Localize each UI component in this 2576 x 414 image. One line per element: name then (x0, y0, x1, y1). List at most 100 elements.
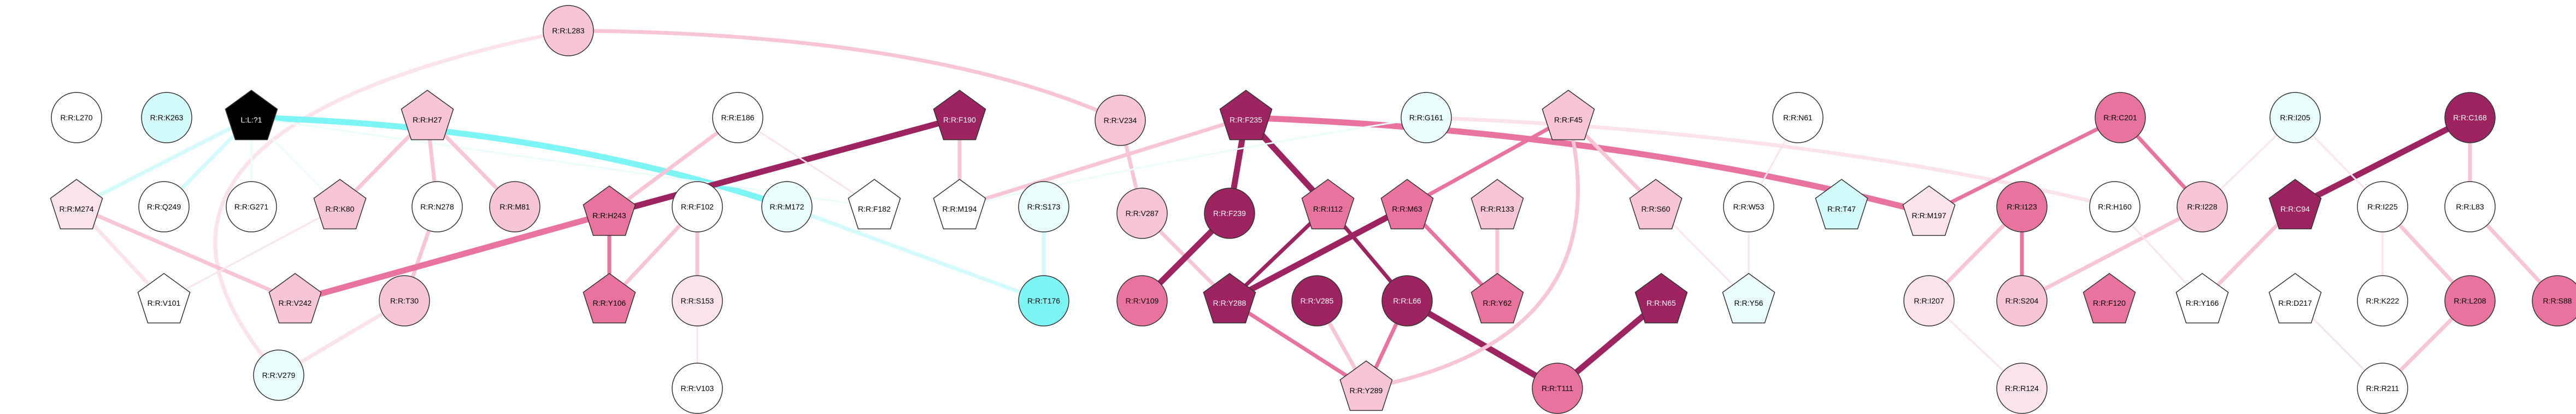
node-f182[interactable]: R:R:F182 (848, 179, 901, 230)
node-k263[interactable]: R:R:K263 (141, 92, 192, 143)
node-i123[interactable]: R:R:I123 (1996, 181, 2048, 232)
node-v287[interactable]: R:R:V287 (1116, 188, 1168, 239)
edge-h243-f190 (606, 114, 963, 217)
node-v242[interactable]: R:R:V242 (268, 273, 322, 324)
node-label: R:R:R211 (2366, 384, 2399, 393)
node-m63[interactable]: R:R:M63 (1380, 179, 1434, 230)
node-t176[interactable]: R:R:T176 (1018, 275, 1069, 326)
node-i207[interactable]: R:R:I207 (1903, 275, 1955, 326)
node-s153[interactable]: R:R:S153 (672, 275, 723, 326)
node-i225[interactable]: R:R:I225 (2357, 181, 2408, 232)
node-label: R:R:V109 (1126, 296, 1159, 305)
node-v103[interactable]: R:R:V103 (672, 363, 723, 414)
circle-node-shape (1996, 275, 2048, 326)
node-h243[interactable]: R:R:H243 (583, 185, 636, 236)
node-label: R:R:N65 (1646, 299, 1676, 307)
node-k222[interactable]: R:R:K222 (2357, 275, 2408, 326)
node-l83[interactable]: R:R:L83 (2444, 181, 2496, 232)
node-v101[interactable]: R:R:V101 (137, 273, 191, 324)
node-m81[interactable]: R:R:M81 (489, 181, 540, 232)
node-l283[interactable]: R:R:L283 (543, 5, 594, 56)
node-i205[interactable]: R:R:I205 (2269, 92, 2321, 143)
node-y62[interactable]: R:R:Y62 (1471, 273, 1524, 324)
node-h27[interactable]: R:R:H27 (401, 90, 454, 141)
node-f102[interactable]: R:R:F102 (672, 181, 723, 232)
edge-l66-t111 (1404, 298, 1561, 392)
node-label: R:R:Y62 (1483, 299, 1512, 307)
node-h160[interactable]: R:R:H160 (2089, 181, 2140, 232)
node-label: R:R:I205 (2280, 113, 2310, 122)
node-y166[interactable]: R:R:Y166 (2175, 273, 2229, 324)
node-label: R:R:Q249 (147, 202, 181, 211)
node-v285[interactable]: R:R:V285 (1291, 275, 1343, 326)
circle-node-shape (672, 363, 723, 414)
node-f239[interactable]: R:R:F239 (1204, 188, 1255, 239)
pentagon-node-shape (2175, 273, 2229, 324)
node-s173[interactable]: R:R:S173 (1018, 181, 1069, 232)
node-v109[interactable]: R:R:V109 (1116, 275, 1168, 326)
node-e186[interactable]: R:R:E186 (712, 92, 763, 143)
node-q249[interactable]: R:R:Q249 (138, 181, 190, 232)
node-t111[interactable]: R:R:T111 (1532, 363, 1583, 414)
edge-c201-m197 (1927, 115, 2122, 215)
node-l71[interactable]: L:L:?1 (225, 90, 278, 141)
circle-node-shape (253, 349, 304, 401)
node-g271[interactable]: R:R:G271 (226, 181, 277, 232)
circle-node-shape (1772, 92, 1824, 143)
circle-node-shape (2357, 275, 2408, 326)
node-v279[interactable]: R:R:V279 (253, 349, 304, 401)
node-m274[interactable]: R:R:M274 (50, 179, 103, 230)
node-k80[interactable]: R:R:K80 (313, 179, 367, 230)
node-m197[interactable]: R:R:M197 (1902, 185, 1956, 236)
node-y56[interactable]: R:R:Y56 (1722, 273, 1775, 324)
node-i228[interactable]: R:R:I228 (2177, 181, 2228, 232)
pentagon-node-shape (1339, 360, 1393, 411)
node-label: R:R:Y288 (1213, 299, 1246, 307)
node-label: R:R:N61 (1783, 113, 1813, 122)
node-r133[interactable]: R:R:R133 (1471, 179, 1524, 230)
node-r124[interactable]: R:R:R124 (1996, 363, 2048, 414)
node-f120[interactable]: R:R:F120 (2083, 273, 2136, 324)
node-t30[interactable]: R:R:T30 (379, 275, 430, 326)
node-g161[interactable]: R:R:G161 (1401, 92, 1452, 143)
node-label: R:R:V279 (262, 371, 296, 380)
node-s204[interactable]: R:R:S204 (1996, 275, 2048, 326)
node-l208[interactable]: R:R:L208 (2444, 275, 2496, 326)
node-label: R:R:V242 (279, 299, 312, 307)
node-y289[interactable]: R:R:Y289 (1339, 360, 1393, 411)
pentagon-node-shape (268, 273, 322, 324)
node-i112[interactable]: R:R:I112 (1301, 179, 1355, 230)
node-m194[interactable]: R:R:M194 (933, 179, 986, 230)
circle-node-shape (1018, 275, 1069, 326)
node-y288[interactable]: R:R:Y288 (1203, 273, 1256, 324)
node-d217[interactable]: R:R:D217 (2268, 273, 2322, 324)
node-r211[interactable]: R:R:R211 (2357, 363, 2408, 414)
node-n61[interactable]: R:R:N61 (1772, 92, 1824, 143)
node-c168[interactable]: R:R:C168 (2444, 92, 2496, 143)
node-label: R:R:K263 (150, 113, 184, 122)
circle-node-shape (138, 181, 190, 232)
node-v234[interactable]: R:R:V234 (1095, 95, 1146, 146)
node-label: L:L:?1 (241, 115, 262, 124)
node-l270[interactable]: R:R:L270 (51, 92, 102, 143)
node-y106[interactable]: R:R:Y106 (583, 273, 636, 324)
node-label: R:R:I112 (1313, 205, 1343, 213)
node-s88[interactable]: R:R:S88 (2532, 275, 2576, 326)
node-f45[interactable]: R:R:F45 (1542, 90, 1595, 141)
circle-node-shape (1116, 275, 1168, 326)
circle-node-shape (2095, 92, 2146, 143)
node-f235[interactable]: R:R:F235 (1219, 90, 1273, 141)
node-label: R:R:K222 (2366, 296, 2399, 305)
node-t47[interactable]: R:R:T47 (1815, 179, 1868, 230)
node-l66[interactable]: R:R:L66 (1381, 275, 1433, 326)
node-w53[interactable]: R:R:W53 (1723, 181, 1774, 232)
node-label: R:R:M81 (499, 202, 530, 211)
node-c201[interactable]: R:R:C201 (2095, 92, 2146, 143)
node-f190[interactable]: R:R:F190 (933, 90, 986, 141)
node-n65[interactable]: R:R:N65 (1634, 273, 1688, 324)
node-m172[interactable]: R:R:M172 (761, 181, 813, 232)
node-label: R:R:H27 (413, 115, 442, 124)
node-n278[interactable]: R:R:N278 (411, 181, 463, 232)
node-c94[interactable]: R:R:C94 (2268, 179, 2322, 230)
node-s60[interactable]: R:R:S60 (1629, 179, 1683, 230)
